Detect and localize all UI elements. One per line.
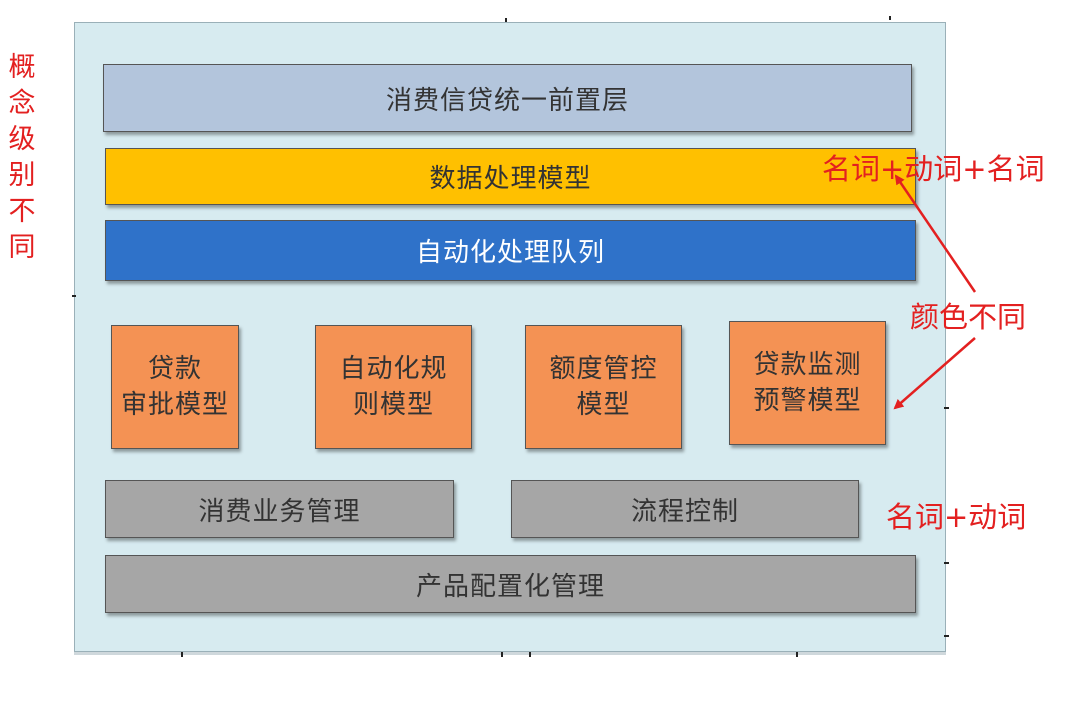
arrow-to-data-model (894, 174, 977, 293)
data-model-block: 数据处理模型 (105, 148, 916, 205)
noun-verb-annotation: 名词+动词 (886, 500, 1027, 534)
concept-level-annotation: 概念级别不同 (8, 52, 36, 263)
quota-control-model-block: 额度管控 模型 (525, 325, 682, 449)
loan-approval-model-block: 贷款 审批模型 (111, 325, 239, 449)
frame-shadow (74, 652, 946, 655)
noun-verb-noun-annotation: 名词+动词+名词 (822, 152, 1045, 186)
color-diff-annotation: 颜色不同 (910, 300, 1027, 334)
loan-monitoring-model-block: 贷款监测 预警模型 (729, 321, 886, 445)
product-config-block: 产品配置化管理 (105, 555, 916, 613)
front-layer-block: 消费信贷统一前置层 (103, 64, 912, 132)
automation-queue-block: 自动化处理队列 (105, 220, 916, 281)
tick-marks (72, 16, 949, 657)
process-control-block: 流程控制 (511, 480, 859, 538)
automation-rule-model-block: 自动化规 则模型 (315, 325, 472, 449)
business-mgmt-block: 消费业务管理 (105, 480, 454, 538)
arrow-to-monitoring-model (893, 337, 976, 410)
